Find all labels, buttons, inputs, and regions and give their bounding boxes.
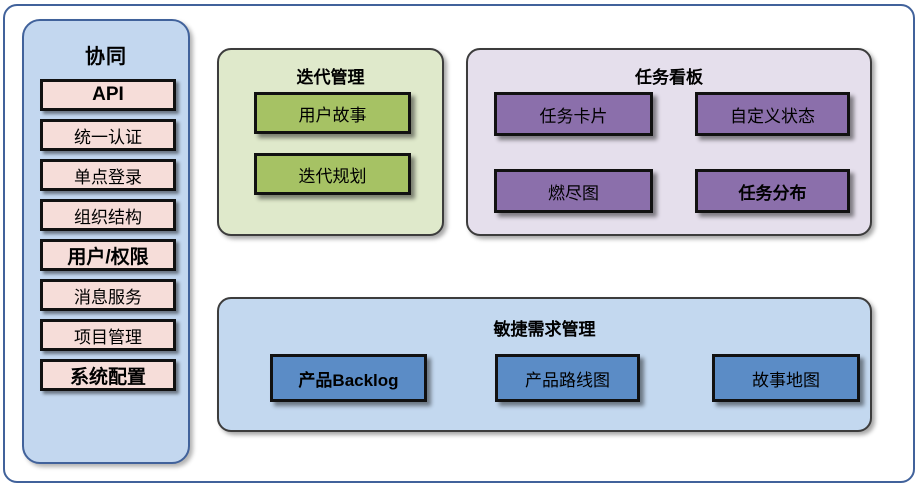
block-product-roadmap[interactable]: 产品路线图: [495, 354, 640, 402]
sidebar-item-api[interactable]: API: [40, 79, 176, 111]
sidebar-item-list: API 统一认证 单点登录 组织结构 用户/权限 消息服务 项目管理 系统配置: [40, 79, 176, 399]
sidebar-item-unified-auth[interactable]: 统一认证: [40, 119, 176, 151]
block-task-distribution[interactable]: 任务分布: [695, 169, 850, 213]
sidebar-item-single-sign-on[interactable]: 单点登录: [40, 159, 176, 191]
sidebar-item-project-management[interactable]: 项目管理: [40, 319, 176, 351]
sidebar-item-message-service[interactable]: 消息服务: [40, 279, 176, 311]
agile-panel-title: 敏捷需求管理: [493, 320, 596, 339]
block-task-card[interactable]: 任务卡片: [494, 92, 653, 136]
block-iteration-planning[interactable]: 迭代规划: [254, 153, 411, 195]
panel-agile-requirement-management[interactable]: 敏捷需求管理 产品Backlog 产品路线图 故事地图: [217, 297, 872, 432]
sidebar-item-org-structure[interactable]: 组织结构: [40, 199, 176, 231]
sidebar-item-user-permission[interactable]: 用户/权限: [40, 239, 176, 271]
panel-task-board[interactable]: 任务看板 任务卡片 自定义状态 燃尽图 任务分布: [466, 48, 872, 236]
sidebar-item-system-config[interactable]: 系统配置: [40, 359, 176, 391]
sidebar-panel-title: 协同: [85, 46, 127, 68]
block-burndown-chart[interactable]: 燃尽图: [494, 169, 653, 213]
block-product-backlog[interactable]: 产品Backlog: [270, 354, 427, 402]
taskboard-panel-title: 任务看板: [635, 68, 703, 87]
block-user-story[interactable]: 用户故事: [254, 92, 411, 134]
panel-iteration-management[interactable]: 迭代管理 用户故事 迭代规划: [217, 48, 444, 236]
block-custom-status[interactable]: 自定义状态: [695, 92, 850, 136]
sidebar-panel-collaboration[interactable]: 协同 API 统一认证 单点登录 组织结构 用户/权限 消息服务 项目管理 系统…: [22, 19, 190, 464]
block-story-map[interactable]: 故事地图: [712, 354, 860, 402]
iteration-panel-title: 迭代管理: [296, 68, 365, 87]
